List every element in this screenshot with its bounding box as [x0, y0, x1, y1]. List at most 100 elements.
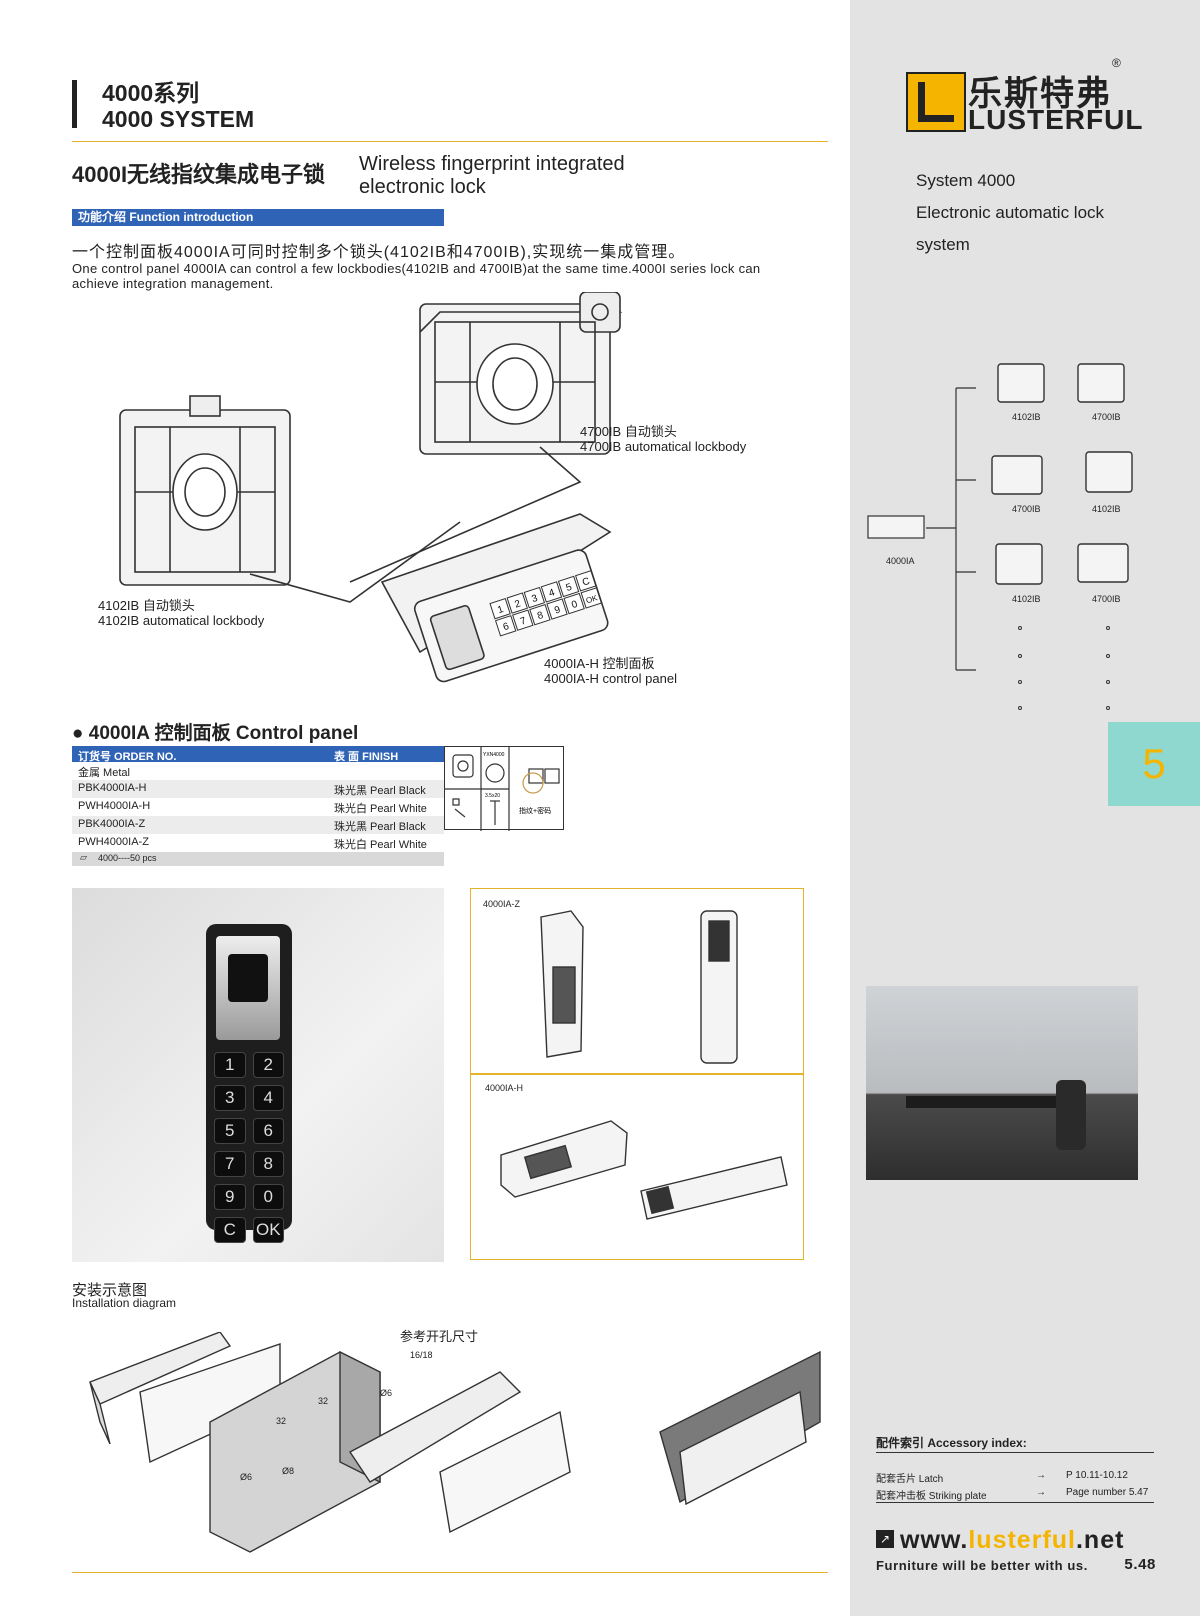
control-panel-heading: ● 4000IA 控制面板 Control panel — [72, 718, 358, 745]
fingerprint-icon — [228, 954, 268, 1002]
tree-node-label: 4102IB — [1012, 594, 1041, 604]
label-panel-cn: 4000IA-H 控制面板 — [544, 656, 655, 671]
dim-d6-b: Ø6 — [240, 1472, 252, 1482]
svg-text:1: 1 — [496, 604, 505, 616]
table-row: PBK4000IA-Z 珠光黑 Pearl Black — [72, 816, 444, 834]
label-4102ib-cn: 4102IB 自动锁头 — [98, 598, 195, 613]
web-suffix: .net — [1075, 1526, 1125, 1554]
page-number: 5.48 — [1124, 1556, 1156, 1573]
tree-node-label: 4102IB — [1012, 412, 1041, 422]
svg-text:3: 3 — [530, 593, 539, 605]
keypad-key[interactable]: 1 — [214, 1052, 246, 1078]
finish: 珠光黑 Pearl Black — [334, 785, 426, 797]
ellipsis-dot — [1106, 706, 1110, 710]
finish: 珠光白 Pearl White — [334, 803, 427, 815]
order-no: PBK4000IA-H — [78, 782, 147, 794]
function-intro-bar: 功能介绍 Function introduction — [72, 209, 444, 226]
dim-d8: Ø8 — [282, 1466, 294, 1476]
header-divider — [72, 141, 828, 142]
label-panel-en: 4000IA-H control panel — [544, 671, 677, 686]
ref-hole-size: 参考开孔尺寸 — [400, 1329, 479, 1344]
svg-text:9: 9 — [553, 604, 562, 616]
drawing-4000ia-h: 4000IA-H — [470, 1074, 804, 1260]
keypad-key[interactable]: 7 — [214, 1151, 246, 1177]
battery-code: YXN4000 — [483, 752, 505, 758]
packing-row: ▱ 4000----50 pcs — [72, 852, 444, 866]
keypad-key[interactable]: 2 — [252, 1052, 284, 1078]
web-prefix: www. — [900, 1526, 969, 1554]
website-link[interactable]: www.lusterful.net — [900, 1526, 1124, 1555]
ellipsis-dot — [1018, 680, 1022, 684]
dim-32-b: 32 — [318, 1396, 328, 1406]
box-icon: ▱ — [80, 852, 87, 862]
system-tree — [867, 363, 1133, 671]
accessory-row: 配套冲击板 Striking plate → Page number 5.47 — [876, 1487, 1154, 1502]
tree-root-label: 4000IA — [886, 556, 915, 566]
series-title: 4000系列 4000 SYSTEM — [102, 80, 254, 132]
table-row: PBK4000IA-H 珠光黑 Pearl Black — [72, 780, 444, 798]
material-row: 金属 Metal — [72, 762, 444, 780]
system-caption: System 4000 Electronic automatic lock sy… — [916, 165, 1156, 261]
svg-text:5: 5 — [565, 582, 574, 594]
label-control-panel: 4000IA-H 控制面板 4000IA-H control panel — [544, 656, 677, 686]
keypad-key[interactable]: OK — [252, 1217, 284, 1243]
svg-text:0: 0 — [570, 599, 579, 611]
keypad-key[interactable]: 8 — [252, 1151, 284, 1177]
series-en: 4000 SYSTEM — [102, 106, 255, 132]
svg-text:7: 7 — [519, 615, 528, 627]
brand-en: LUSTERFUL — [968, 104, 1144, 135]
registered-mark: ® — [1112, 56, 1121, 70]
label-4102ib: 4102IB 自动锁头 4102IB automatical lockbody — [98, 598, 264, 628]
keypad-key[interactable]: 3 — [214, 1085, 246, 1111]
arrow-icon: → — [1036, 1487, 1046, 1498]
keypad-key[interactable]: 9 — [214, 1184, 246, 1210]
keypad-key[interactable]: 4 — [252, 1085, 284, 1111]
accessory-ref: P 10.11-10.12 — [1066, 1470, 1128, 1481]
svg-text:8: 8 — [536, 610, 545, 622]
svg-text:OK: OK — [585, 593, 599, 605]
keypad-key[interactable]: 6 — [252, 1118, 284, 1144]
ellipsis-dot — [1106, 654, 1110, 658]
order-no: PBK4000IA-Z — [78, 818, 146, 830]
desk — [906, 1096, 1066, 1108]
control-panel-title: 4000IA 控制面板 Control panel — [88, 723, 359, 744]
unlock-mode: 指纹+密码 — [519, 806, 551, 815]
z-label: 4000IA-Z — [483, 899, 521, 909]
keypad-key[interactable]: 5 — [214, 1118, 246, 1144]
keypad-key[interactable]: C — [214, 1217, 246, 1243]
installation-title-cn: 安装示意图 — [72, 1282, 148, 1299]
tree-node-label: 4700IB — [1092, 594, 1121, 604]
slogan: Furniture will be better with us. 5.48 — [876, 1556, 1156, 1573]
product-title-cn: 4000I无线指纹集成电子锁 — [72, 162, 326, 187]
accessory-divider-bottom — [876, 1502, 1154, 1503]
bullet-icon: ● — [72, 723, 84, 744]
header-finish: 表 面 FINISH — [334, 751, 399, 763]
ellipsis-dot — [1018, 626, 1022, 630]
svg-text:2: 2 — [513, 598, 522, 610]
packing-qty: 4000----50 pcs — [98, 853, 157, 863]
intro-text-en: One control panel 4000IA can control a f… — [72, 261, 761, 291]
slogan-text: Furniture will be better with us. — [876, 1558, 1088, 1573]
series-bar — [72, 80, 77, 128]
system-line: system — [916, 235, 970, 254]
finish: 珠光黑 Pearl Black — [334, 821, 426, 833]
tree-node-label: 4700IB — [1092, 412, 1121, 422]
dim-thickness: 16/18 — [410, 1350, 433, 1360]
tree-node-label: 4102IB — [1092, 504, 1121, 514]
label-4700ib-en: 4700IB automatical lockbody — [580, 439, 747, 454]
ellipsis-dot — [1018, 706, 1022, 710]
office-photo — [866, 986, 1138, 1180]
fingerprint-sensor — [216, 936, 280, 1040]
order-no: PWH4000IA-H — [78, 800, 151, 812]
installation-diagram: 16/18 32 32 Ø6 Ø6 Ø8 — [89, 1332, 821, 1553]
tree-node-label: 4700IB — [1012, 504, 1041, 514]
link-arrow-icon: ↗ — [876, 1530, 894, 1548]
dim-32-a: 32 — [276, 1416, 286, 1426]
accessory-row: 配套舌片 Latch → P 10.11-10.12 — [876, 1470, 1154, 1485]
ellipsis-dot — [1106, 680, 1110, 684]
brand-cn: 乐斯特弗 — [968, 75, 1112, 113]
keypad-key[interactable]: 0 — [252, 1184, 284, 1210]
